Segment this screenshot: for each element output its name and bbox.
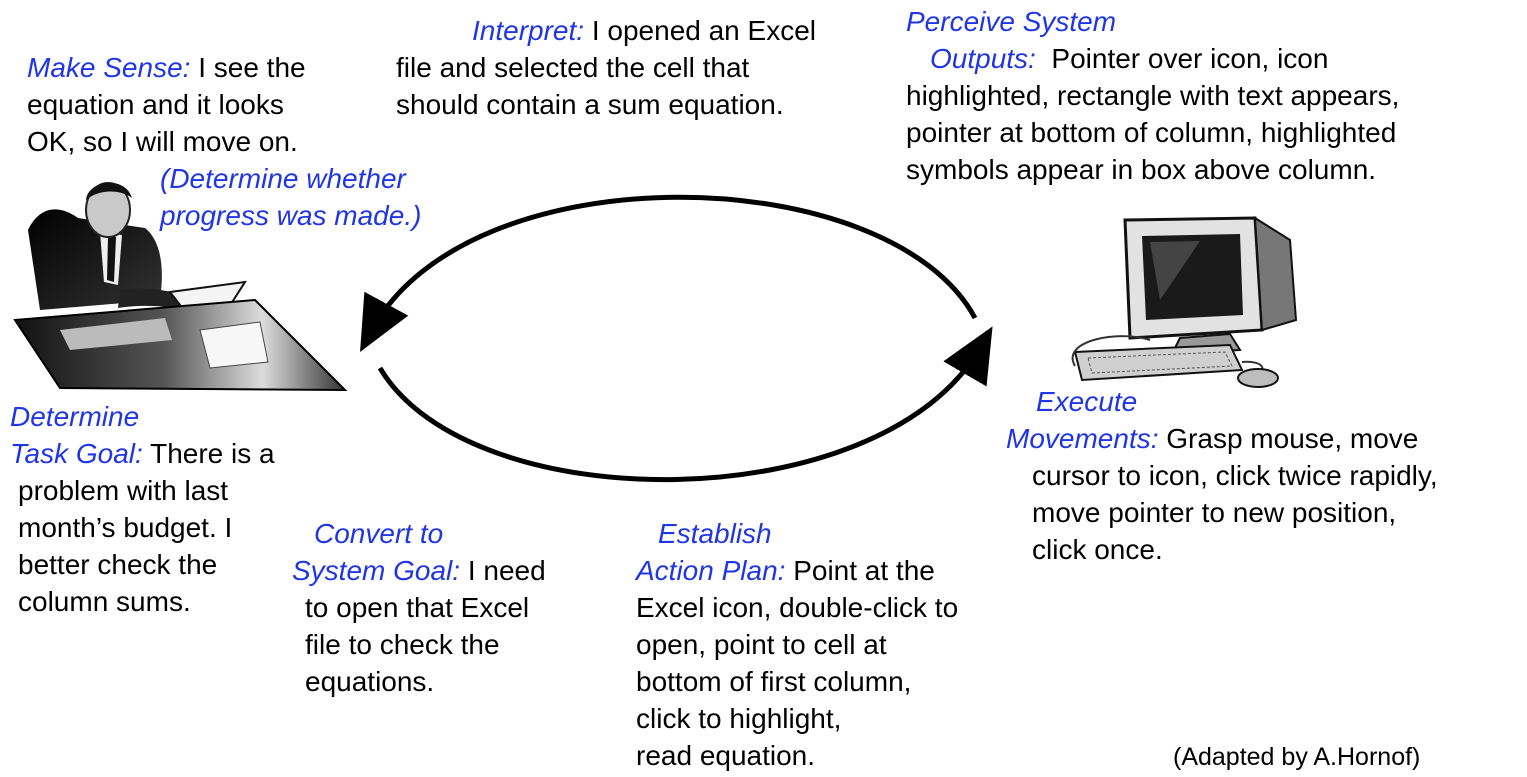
perceive-line-3: symbols appear in box above column. bbox=[906, 154, 1377, 185]
convert-block: Convert to System Goal: I need to open t… bbox=[292, 515, 546, 700]
execute-label-1: Execute bbox=[1036, 386, 1138, 417]
execute-block: Execute Movements: Grasp mouse, move cur… bbox=[1006, 383, 1438, 568]
convert-label-1: Convert to bbox=[314, 518, 444, 549]
convert-line-2: file to check the bbox=[305, 629, 500, 660]
execute-line-2: move pointer to new position, bbox=[1032, 497, 1397, 528]
determine-block: Determine Task Goal: There is a problem … bbox=[10, 398, 275, 620]
determine-line-4: column sums. bbox=[18, 586, 191, 617]
establish-label-2: Action Plan: bbox=[636, 555, 786, 586]
interpret-line-1: file and selected the cell that bbox=[396, 52, 750, 83]
execute-line-1: cursor to icon, click twice rapidly, bbox=[1032, 460, 1438, 491]
perceive-label-2: Outputs: bbox=[930, 43, 1036, 74]
make-sense-note: (Determine whether progress was made.) bbox=[160, 160, 421, 234]
interpret-text: I opened an Excel bbox=[584, 15, 817, 46]
establish-line-5: read equation. bbox=[636, 740, 816, 771]
establish-line-1: Excel icon, double-click to bbox=[636, 592, 959, 623]
bottom-arc-arrow bbox=[377, 326, 993, 483]
make-sense-block: Make Sense: I see the equation and it lo… bbox=[27, 49, 306, 160]
execute-line-3: click once. bbox=[1032, 534, 1163, 565]
perceive-line-1: highlighted, rectangle with text appears… bbox=[906, 80, 1400, 111]
establish-label-1: Establish bbox=[658, 518, 772, 549]
execute-text: Grasp mouse, move bbox=[1158, 423, 1419, 454]
top-arc-arrow bbox=[360, 194, 978, 352]
make-sense-label: Make Sense: bbox=[27, 52, 191, 83]
execute-label-2: Movements: bbox=[1006, 423, 1159, 454]
establish-line-3: bottom of first column, bbox=[636, 666, 912, 697]
interpret-block: Interpret: I opened an Excel file and se… bbox=[396, 12, 816, 123]
make-sense-note-line-2: progress was made.) bbox=[160, 200, 422, 231]
establish-line-2: open, point to cell at bbox=[636, 629, 887, 660]
determine-label-2: Task Goal: bbox=[10, 438, 143, 469]
make-sense-line-2: OK, so I will move on. bbox=[27, 126, 298, 157]
determine-line-1: problem with last bbox=[18, 475, 229, 506]
perceive-label-1: Perceive System bbox=[906, 6, 1117, 37]
convert-label-2: System Goal: bbox=[292, 555, 461, 586]
perceive-line-2: pointer at bottom of column, highlighted bbox=[906, 117, 1397, 148]
attribution: (Adapted by A.Hornof) bbox=[1173, 743, 1421, 771]
make-sense-line-1: equation and it looks bbox=[27, 89, 284, 120]
interpret-line-2: should contain a sum equation. bbox=[396, 89, 784, 120]
determine-line-3: better check the bbox=[18, 549, 218, 580]
convert-line-3: equations. bbox=[305, 666, 435, 697]
establish-text: Point at the bbox=[785, 555, 935, 586]
make-sense-note-line-1: (Determine whether bbox=[160, 163, 406, 194]
interpret-label: Interpret: bbox=[472, 15, 585, 46]
convert-line-1: to open that Excel bbox=[305, 592, 530, 623]
perceive-text: Pointer over icon, icon bbox=[1035, 43, 1329, 74]
establish-line-4: click to highlight, bbox=[636, 703, 842, 734]
determine-label-1: Determine bbox=[10, 401, 140, 432]
make-sense-text: I see the bbox=[190, 52, 306, 83]
perceive-block: Perceive System Outputs: Pointer over ic… bbox=[906, 3, 1399, 188]
convert-text: I need bbox=[460, 555, 546, 586]
establish-block: Establish Action Plan: Point at the Exce… bbox=[636, 515, 958, 774]
determine-line-2: month’s budget. I bbox=[18, 512, 233, 543]
determine-text: There is a bbox=[142, 438, 275, 469]
